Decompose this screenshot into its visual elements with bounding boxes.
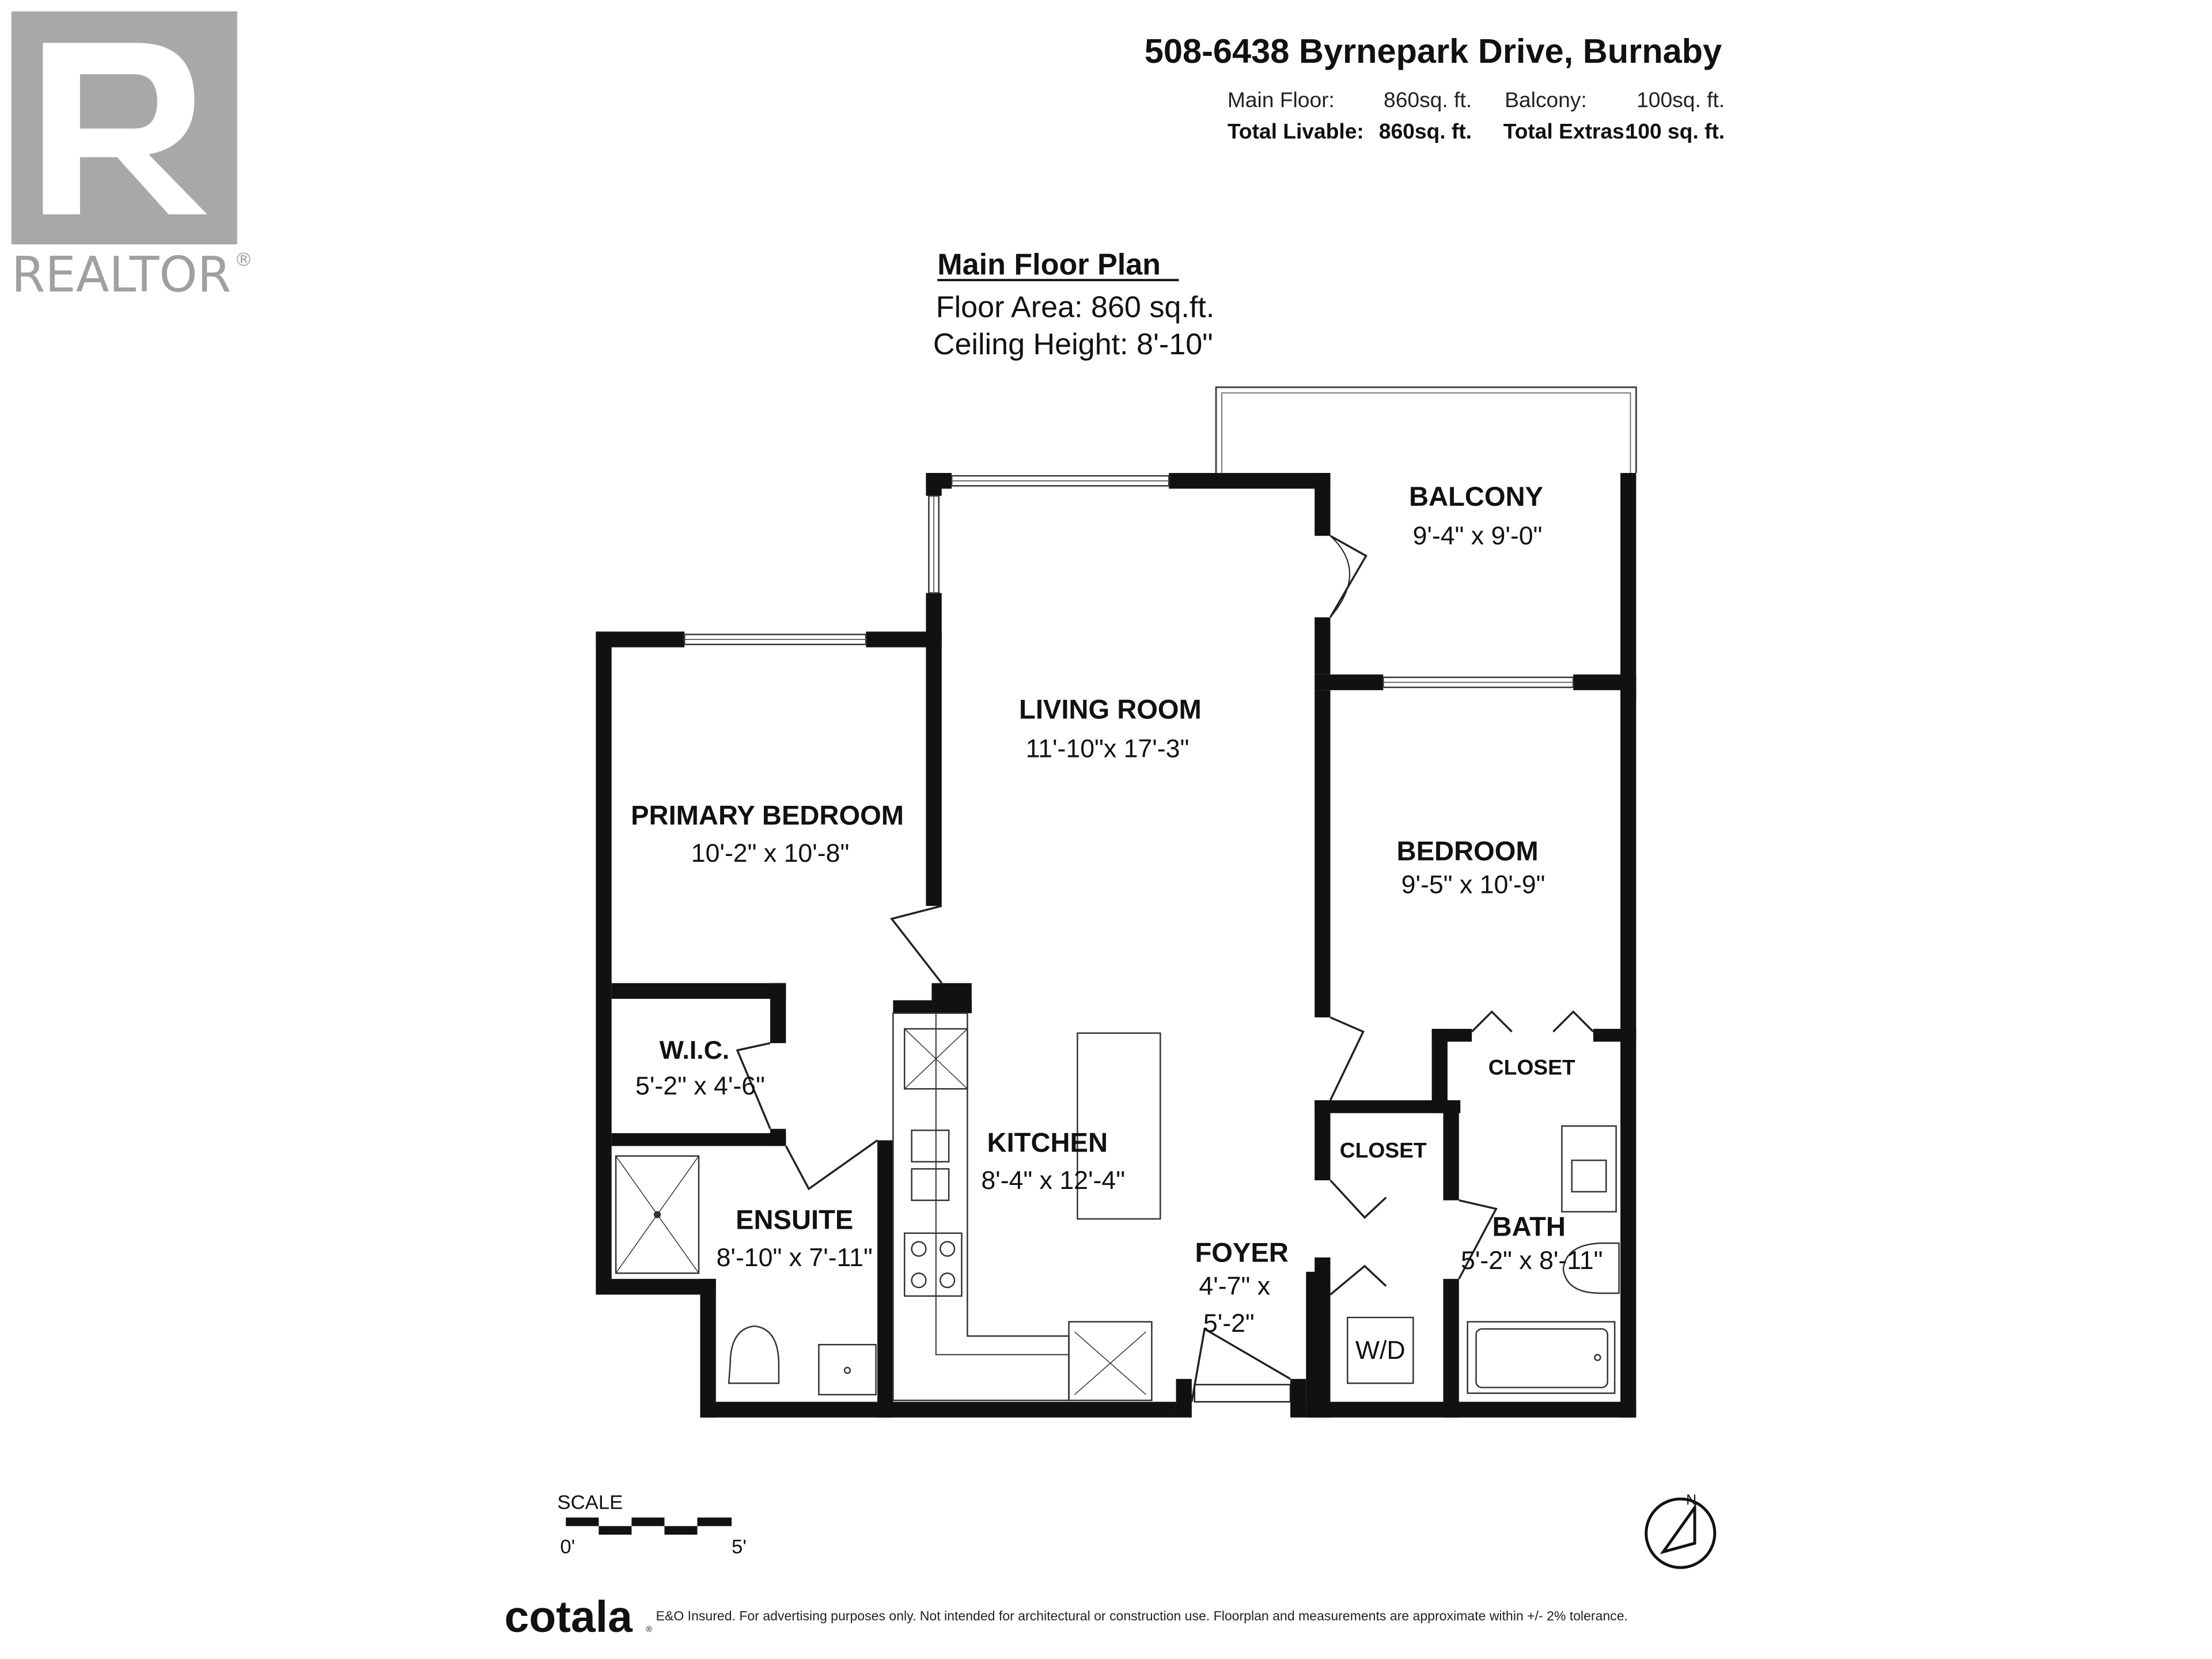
- wd-label: W/D: [1355, 1336, 1406, 1365]
- ensuite-shower: [615, 1155, 700, 1274]
- living-room-size: 11'-10"x 17'-3": [1026, 735, 1190, 763]
- bath-sink: [1561, 1125, 1617, 1213]
- kitchen-sink: [911, 1129, 950, 1162]
- bedroom-size: 9'-5" x 10'-9": [1402, 870, 1546, 899]
- floor-area: Floor Area: 860 sq.ft.: [936, 291, 1214, 324]
- plan-title: Main Floor Plan: [937, 248, 1161, 281]
- total-extras-value: 100 sq. ft.: [1626, 119, 1725, 143]
- walls: [596, 473, 1637, 1418]
- floor-plan: BALCONY 9'-4" x 9'-0" LIVING ROOM 11'-10…: [596, 386, 1637, 1418]
- bath-door: [1458, 1199, 1498, 1279]
- main-floor-value: 860sq. ft.: [1384, 88, 1472, 112]
- balcony-door: [1329, 535, 1368, 618]
- realtor-logo: REALTOR ®: [12, 11, 253, 303]
- closet-door-upper: [1471, 1010, 1594, 1033]
- scale-blocks: [566, 1517, 732, 1535]
- total-extras-label: Total Extras:: [1503, 119, 1632, 143]
- footer: cotala ® E&O Insured. For advertising pu…: [505, 1592, 1628, 1642]
- closet-door-left: [1330, 1179, 1387, 1219]
- bath-name: BATH: [1493, 1211, 1566, 1242]
- balcony-label: Balcony:: [1505, 88, 1587, 112]
- closet-hall-name: CLOSET: [1340, 1138, 1427, 1162]
- footer-disclaimer: E&O Insured. For advertising purposes on…: [656, 1608, 1628, 1623]
- balcony-size: 9'-4" x 9'-0": [1413, 522, 1543, 550]
- scale-end: 5': [732, 1536, 747, 1558]
- realtor-logo-text: REALTOR: [12, 247, 231, 303]
- ensuite-vanity: [818, 1344, 877, 1396]
- bath-toilet: [1562, 1242, 1620, 1294]
- primary-bedroom-name: PRIMARY BEDROOM: [631, 800, 904, 830]
- fixtures: [615, 1012, 1620, 1402]
- compass-north-letter: N: [1686, 1493, 1696, 1508]
- cotala-brand: cotala: [505, 1592, 633, 1642]
- balcony-railing-inner: [1221, 392, 1631, 474]
- kitchen-counter: [892, 1012, 1070, 1402]
- wic-name: W.I.C.: [660, 1036, 730, 1065]
- front-door: [1191, 1327, 1291, 1402]
- compass-arrow-icon: [1660, 1503, 1696, 1555]
- scale-label: SCALE: [557, 1492, 623, 1514]
- bedroom-door: [1329, 1016, 1365, 1101]
- balcony-railing: [1215, 386, 1637, 474]
- foyer-name: FOYER: [1195, 1237, 1288, 1267]
- total-livable-value: 860sq. ft.: [1379, 119, 1472, 143]
- room-labels: BALCONY 9'-4" x 9'-0" LIVING ROOM 11'-10…: [631, 481, 1603, 1365]
- scale-start: 0': [560, 1536, 575, 1558]
- windows: [683, 475, 1574, 688]
- header: 508-6438 Byrnepark Drive, Burnaby Main F…: [1145, 32, 1725, 143]
- kitchen-stove: [903, 1232, 963, 1297]
- kitchen-name: KITCHEN: [987, 1127, 1108, 1157]
- ceiling-height: Ceiling Height: 8'-10": [933, 328, 1213, 361]
- wic-size: 5'-2" x 4'-6": [635, 1072, 765, 1100]
- north-compass: N: [1645, 1493, 1717, 1569]
- balcony-name: BALCONY: [1409, 481, 1543, 512]
- bath-size: 5'-2" x 8'-11": [1461, 1247, 1603, 1275]
- ensuite-size: 8'-10" x 7'-11": [717, 1244, 873, 1272]
- kitchen-size: 8'-4" x 12'-4": [981, 1166, 1125, 1195]
- ensuite-name: ENSUITE: [736, 1204, 853, 1234]
- ensuite-door: [785, 1139, 878, 1191]
- kitchen-fridge: [1068, 1321, 1153, 1402]
- foyer-size-line-1: 4'-7" x: [1199, 1272, 1270, 1300]
- washer-dryer: [1346, 1316, 1414, 1384]
- wd-closet-door: [1330, 1264, 1387, 1296]
- main-floor-label: Main Floor:: [1228, 88, 1335, 112]
- kitchen-island: [1077, 1032, 1161, 1220]
- kitchen-pantry: [903, 1028, 968, 1090]
- bathtub: [1467, 1321, 1616, 1394]
- ensuite-toilet: [728, 1325, 780, 1384]
- primary-bedroom-door: [889, 905, 943, 984]
- total-livable-label: Total Livable:: [1228, 119, 1364, 143]
- cotala-registered-mark: ®: [646, 1625, 652, 1634]
- foyer-size-line-2: 5'-2": [1203, 1309, 1255, 1338]
- plan-title-block: Main Floor Plan Floor Area: 860 sq.ft. C…: [933, 248, 1214, 361]
- closet-bedroom-name: CLOSET: [1488, 1055, 1575, 1079]
- bedroom-name: BEDROOM: [1397, 835, 1539, 866]
- doors: [736, 535, 1594, 1403]
- property-address: 508-6438 Byrnepark Drive, Burnaby: [1145, 32, 1722, 70]
- primary-bedroom-size: 10'-2" x 10'-8": [691, 839, 850, 868]
- compass-circle: [1645, 1497, 1717, 1569]
- realtor-logo-registered-mark: ®: [234, 248, 253, 270]
- living-room-name: LIVING ROOM: [1019, 694, 1202, 725]
- wic-door: [736, 1042, 771, 1130]
- balcony-value: 100sq. ft.: [1637, 88, 1725, 112]
- scale-bar: SCALE 0' 5': [557, 1492, 747, 1558]
